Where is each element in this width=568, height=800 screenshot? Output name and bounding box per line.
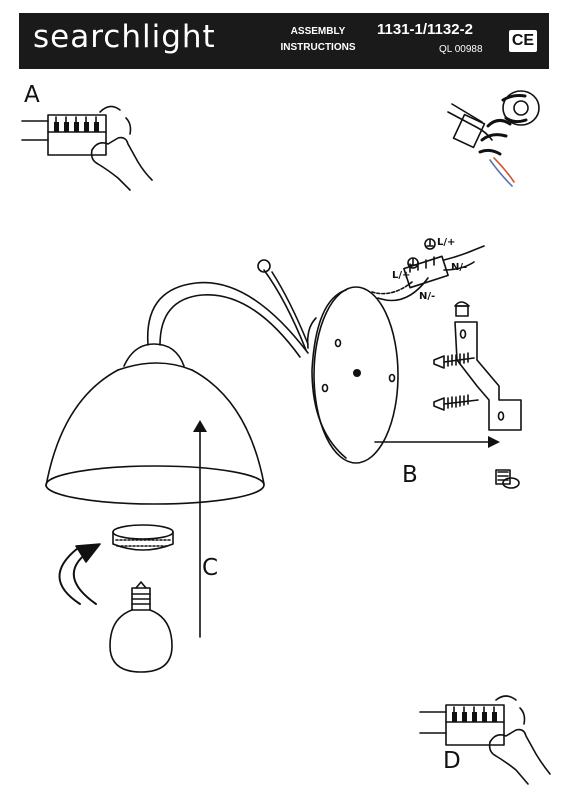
rotate-arrow-icon (58, 543, 101, 605)
earth-ground-icon (407, 238, 436, 269)
model-number: 1131-1/1132-2 (377, 21, 473, 38)
wire-label-neutral-terminal: N/- (419, 291, 436, 302)
lampholder-ring (112, 524, 174, 551)
glass-shade (45, 343, 265, 505)
wire-label-live: L/+ (437, 237, 456, 248)
wall-screw-2 (433, 394, 479, 411)
fixing-screw-bottom (495, 469, 520, 489)
mounting-bracket (454, 321, 522, 431)
wall-screw-1 (433, 352, 475, 369)
brand-logo: searchlight (33, 19, 216, 55)
screw-top-bracket (454, 301, 470, 317)
header-banner: searchlight ASSEMBLY INSTRUCTIONS 1131-1… (19, 13, 549, 69)
document-type-line1: ASSEMBLY (290, 26, 346, 37)
light-bulb (109, 581, 173, 673)
ce-mark: CE (509, 30, 537, 52)
step-label-b: B (402, 462, 418, 488)
wire-label-neutral: N/- (451, 262, 468, 273)
wall-plate (306, 286, 399, 464)
step-d-terminal-illustration (419, 695, 551, 785)
step-label-a: A (24, 82, 40, 108)
lamp-arm (146, 259, 309, 358)
document-type-line2: INSTRUCTIONS (280, 42, 356, 53)
wire-label-live-terminal: L/+ (392, 270, 411, 281)
document-code: QL 00988 (439, 44, 483, 55)
step-label-d: D (443, 748, 461, 774)
insulation-tape-illustration (447, 90, 540, 187)
wiring-terminal-block (371, 245, 485, 302)
step-label-c: C (202, 555, 219, 581)
document-type: ASSEMBLY INSTRUCTIONS (275, 24, 361, 56)
step-a-terminal-illustration (21, 105, 153, 191)
